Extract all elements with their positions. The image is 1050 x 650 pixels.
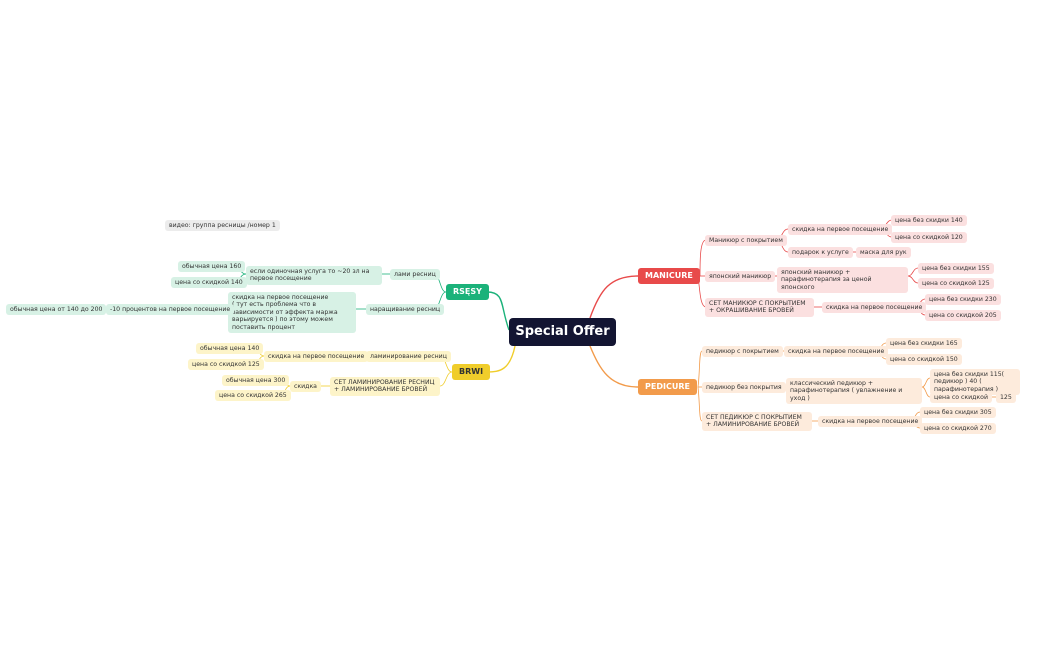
pedicure-gel-price-full[interactable]: цена без скидки 165	[886, 338, 962, 350]
resnicy-lami-price-discount[interactable]: цена со скидкой 140	[171, 277, 247, 289]
manicure-japanese-price-full[interactable]: цена без скидки 155	[918, 263, 994, 275]
link-root-manicure	[589, 275, 639, 319]
branch-resnicy[interactable]: RSĘSY	[446, 284, 489, 300]
brovi-lamination-node[interactable]: ламинирование ресниц	[366, 351, 451, 363]
manicure-japanese-offer[interactable]: японский маникюр + парафинотерапия за це…	[777, 267, 908, 294]
resnicy-lami-node[interactable]: лами ресниц	[390, 269, 440, 281]
brovi-lamination-price-full[interactable]: обычная цена 140	[196, 343, 264, 355]
pedicure-set-price-full[interactable]: цена без скидки 305	[920, 407, 996, 419]
video-note: видео: группа ресницы /номер 1	[165, 220, 280, 232]
resnicy-lami-offer[interactable]: если одиночная услуга то ~20 зл на перво…	[246, 266, 382, 285]
pedicure-set-node[interactable]: СЕТ ПЕДИКЮР С ПОКРЫТИЕМ + ЛАМИНИРОВАНИЕ …	[702, 412, 812, 431]
manicure-gift-node[interactable]: подарок к услуге	[788, 247, 853, 259]
pedicure-classic-price-discount[interactable]: цена со скидкой	[930, 392, 992, 404]
pedicure-set-price-discount[interactable]: цена со скидкой 270	[920, 423, 996, 435]
link-root-pedicure	[589, 345, 639, 388]
manicure-gift-mask[interactable]: маска для рук	[856, 247, 911, 259]
branch-manicure[interactable]: MANICURE	[638, 268, 700, 284]
manicure-set-price-discount[interactable]: цена со скидкой 205	[925, 310, 1001, 322]
manicure-gel-discount-node[interactable]: скидка на первое посещение	[788, 224, 893, 236]
branch-pedicure[interactable]: PEDICURE	[638, 379, 697, 395]
pedicure-set-discount-node[interactable]: скидка на первое посещение	[818, 416, 923, 428]
manicure-japanese-node[interactable]: японский маникюр	[705, 271, 776, 283]
brovi-set-discount-node[interactable]: скидка	[290, 381, 321, 393]
link-root-brovi	[486, 345, 516, 373]
pedicure-gel-discount-node[interactable]: скидка на первое посещение	[784, 346, 889, 358]
manicure-gel-price-full[interactable]: цена без скидки 140	[891, 215, 967, 227]
resnicy-extension-node[interactable]: наращивание ресниц	[366, 304, 445, 316]
root-node[interactable]: Special Offer	[509, 318, 616, 346]
branch-brovi[interactable]: BRWI	[452, 364, 491, 380]
manicure-set-price-full[interactable]: цена без скидки 230	[925, 294, 1001, 306]
pedicure-classic-price-full[interactable]: цена без скидки 115( педикюр ) 40 ( пара…	[930, 369, 1020, 396]
pedicure-classic-offer[interactable]: классический педикюр + парафинотерапия (…	[786, 378, 922, 405]
brovi-set-price-discount[interactable]: цена со скидкой 265	[215, 390, 291, 402]
brovi-lamination-price-discount[interactable]: цена со скидкой 125	[188, 359, 264, 371]
pedicure-nogel-node[interactable]: педикюр без покрытия	[702, 382, 786, 394]
brovi-lamination-discount-node[interactable]: скидка на первое посещение	[264, 351, 369, 363]
brovi-set-price-full[interactable]: обычная цена 300	[222, 375, 290, 387]
resnicy-lami-price-full[interactable]: обычная цена 160	[178, 261, 246, 273]
manicure-set-discount-node[interactable]: скидка на первое посещение	[822, 302, 927, 314]
brovi-set-node[interactable]: СЕТ ЛАМИНИРОВАНИЕ РЕСНИЦ + ЛАМИНИРОВАНИЕ…	[330, 377, 440, 396]
resnicy-extension-price-range[interactable]: обычная цена от 140 до 200	[6, 304, 107, 316]
manicure-japanese-price-discount[interactable]: цена со скидкой 125	[918, 278, 994, 290]
manicure-gel-node[interactable]: Маникюр с покрытием	[705, 235, 787, 247]
resnicy-extension-offer[interactable]: скидка на первое посещение ( тут есть пр…	[228, 292, 356, 334]
pedicure-gel-price-discount[interactable]: цена со скидкой 150	[886, 354, 962, 366]
pedicure-classic-price-discount-value[interactable]: 125	[996, 392, 1016, 404]
link-root-resnicy	[486, 291, 510, 331]
manicure-set-node[interactable]: СЕТ МАНИКЮР С ПОКРЫТИЕМ + ОКРАШИВАНИЕ БР…	[705, 298, 814, 317]
pedicure-gel-node[interactable]: педикюр с покрытием	[702, 346, 783, 358]
resnicy-extension-percent[interactable]: -10 процентов на первое посещение	[106, 304, 235, 316]
manicure-gel-price-discount[interactable]: цена со скидкой 120	[891, 232, 967, 244]
